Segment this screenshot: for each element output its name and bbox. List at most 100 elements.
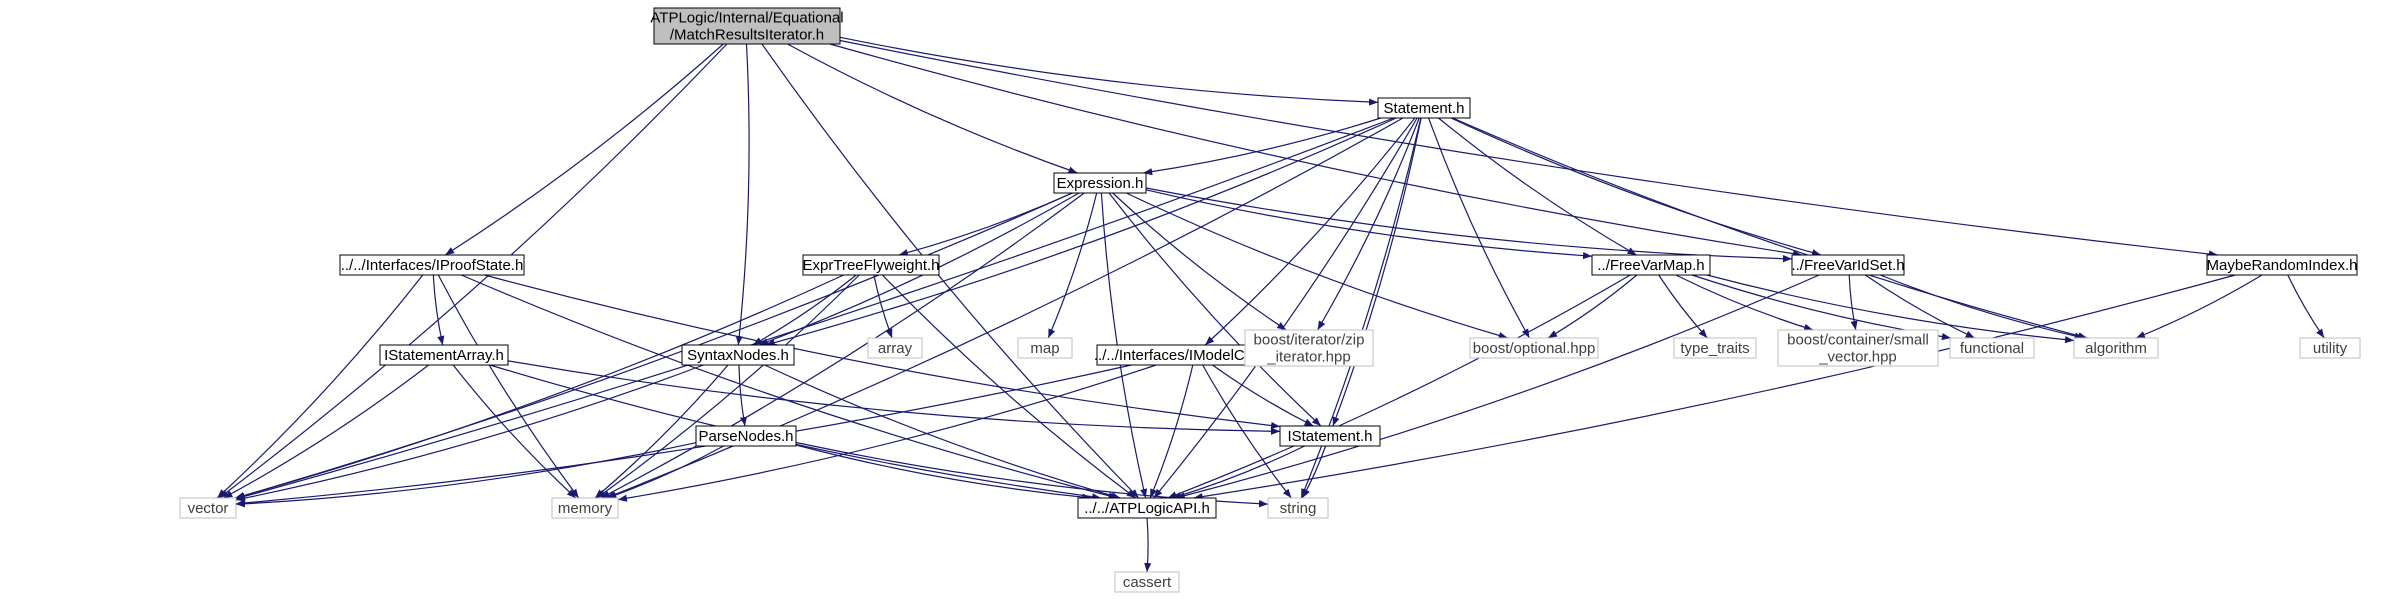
node-mayberandom[interactable]: MaybeRandomIndex.h [2206,254,2358,276]
node-map: map [1017,337,1073,359]
edge-freevarmap-to-optional [1547,274,1638,339]
node-label: functional [1960,340,2024,357]
node-label: map [1030,340,1059,357]
edge-iproofstate-to-memory [437,274,580,499]
node-box [1469,337,1599,359]
node-box [1673,337,1757,359]
edge-freevarid-to-smallvec [1848,274,1858,331]
node-label: vector [188,500,229,517]
node-syntaxnodes[interactable]: SyntaxNodes.h [681,344,795,366]
edge-freevarmap-to-functional [1691,274,1951,341]
node-layer: ATPLogic/Internal/Equational/MatchResult… [179,7,2361,593]
node-freevarid[interactable]: ../FreeVarIdSet.h [1791,254,1905,276]
edge-root-to-iproofstate [444,43,724,256]
node-box [1114,571,1180,593]
edge-syntaxnodes-to-memory [594,364,729,499]
edge-statement-to-atpapi [1153,117,1418,499]
edge-freevarmap-to-algorithm [1706,274,2075,344]
edge-root-to-syntaxnodes [735,43,750,346]
edge-root-to-atpapi [761,43,1140,499]
node-istatement[interactable]: IStatement.h [1279,425,1381,447]
edge-root-to-mayberandom [839,39,2218,258]
edge-freevarid-to-algorithm [1880,274,2084,340]
node-exprtree[interactable]: ExprTreeFlyweight.h [802,254,940,276]
node-box [695,425,797,447]
node-label: cassert [1123,574,1172,591]
node-label: ../FreeVarIdSet.h [1791,257,1904,274]
node-box [2206,254,2358,276]
node-label: utility [2313,340,2348,357]
edge-iproofstate-to-vector [216,274,424,499]
node-label: ../../ATPLogicAPI.h [1084,500,1210,517]
node-label: boost/optional.hpp [1473,340,1596,357]
node-freevarmap[interactable]: ../FreeVarMap.h [1591,254,1711,276]
node-box [1377,97,1471,119]
edge-root-to-vector [218,43,728,499]
edge-expression-to-zipiter [1112,192,1287,331]
node-label: type_traits [1680,340,1749,357]
node-box [1279,425,1381,447]
edge-freevarid-to-functional [1864,274,1975,339]
node-box [1077,497,1217,519]
edge-expression-to-freevarmap [1145,189,1593,260]
node-label: boost/iterator/zip [1254,332,1365,349]
edge-istatement-to-atpapi [1172,445,1305,499]
edge-exprtree-to-syntaxnodes [752,274,857,346]
node-istmtarray[interactable]: IStatementArray.h [379,344,509,366]
edge-mayberandom-to-atpapi [1193,274,2236,501]
node-label: _iterator.hpp [1266,349,1350,366]
node-optional: boost/optional.hpp [1469,337,1599,359]
node-parsenodes[interactable]: ParseNodes.h [695,425,797,447]
edge-freevarmap-to-smallvec [1675,274,1814,331]
node-label: /MatchResultsIterator.h [670,27,824,44]
edge-statement-to-freevarid [1450,117,1822,257]
edge-statement-to-imodelctx [1204,117,1416,346]
node-box [1244,329,1374,367]
edge-exprtree-to-vector [235,274,844,500]
node-box [551,497,619,519]
edge-statement-to-optional [1428,117,1530,339]
edge-statement-to-memory [605,117,1404,499]
node-label: Statement.h [1384,100,1465,117]
node-root[interactable]: ATPLogic/Internal/Equational/MatchResult… [650,7,844,45]
edge-statement-to-algorithm [1452,117,2088,340]
edge-root-to-expression [787,43,1078,174]
node-atpapi[interactable]: ../../ATPLogicAPI.h [1077,497,1217,519]
node-box [802,254,940,276]
edge-statement-to-istatement [1332,117,1422,427]
edge-expression-to-istatement [1108,192,1322,427]
node-expression[interactable]: Expression.h [1053,172,1147,194]
node-utility: utility [2299,337,2361,359]
node-zipiter: boost/iterator/zip_iterator.hpp [1244,329,1374,367]
edge-parsenodes-to-vector [235,442,697,508]
edge-istmtarray-to-vector [223,364,429,499]
edge-mayberandom-to-algorithm [2135,274,2263,339]
edge-istmtarray-to-istatement [507,360,1281,435]
node-label: ParseNodes.h [698,428,793,445]
node-label: IStatement.h [1287,428,1372,445]
node-label: ExprTreeFlyweight.h [803,257,940,274]
node-functional: functional [1949,337,2035,359]
node-box [867,337,923,359]
node-iproofstate[interactable]: ../../Interfaces/IProofState.h [339,254,525,276]
edge-expression-to-freevarid [1145,187,1793,263]
node-algorithm: algorithm [2073,337,2159,359]
edge-istmtarray-to-memory [452,364,577,499]
node-box [1949,337,2035,359]
edge-expression-to-memory [600,192,1085,499]
edge-root-to-statement [839,36,1379,106]
node-box [1267,497,1329,519]
edge-parsenodes-to-memory [607,445,724,499]
edge-imodelctx-to-string [1202,364,1292,499]
node-box [1053,172,1147,194]
node-label: MaybeRandomIndex.h [2207,257,2358,274]
edge-iproofstate-to-istmtarray [432,274,445,346]
node-label: boost/container/small [1787,332,1929,349]
node-memory: memory [551,497,619,519]
node-box [1777,329,1939,367]
node-label: memory [558,500,613,517]
node-label: ATPLogic/Internal/Equational [650,10,843,27]
edge-expression-to-vector [235,192,1073,499]
node-statement[interactable]: Statement.h [1377,97,1471,119]
